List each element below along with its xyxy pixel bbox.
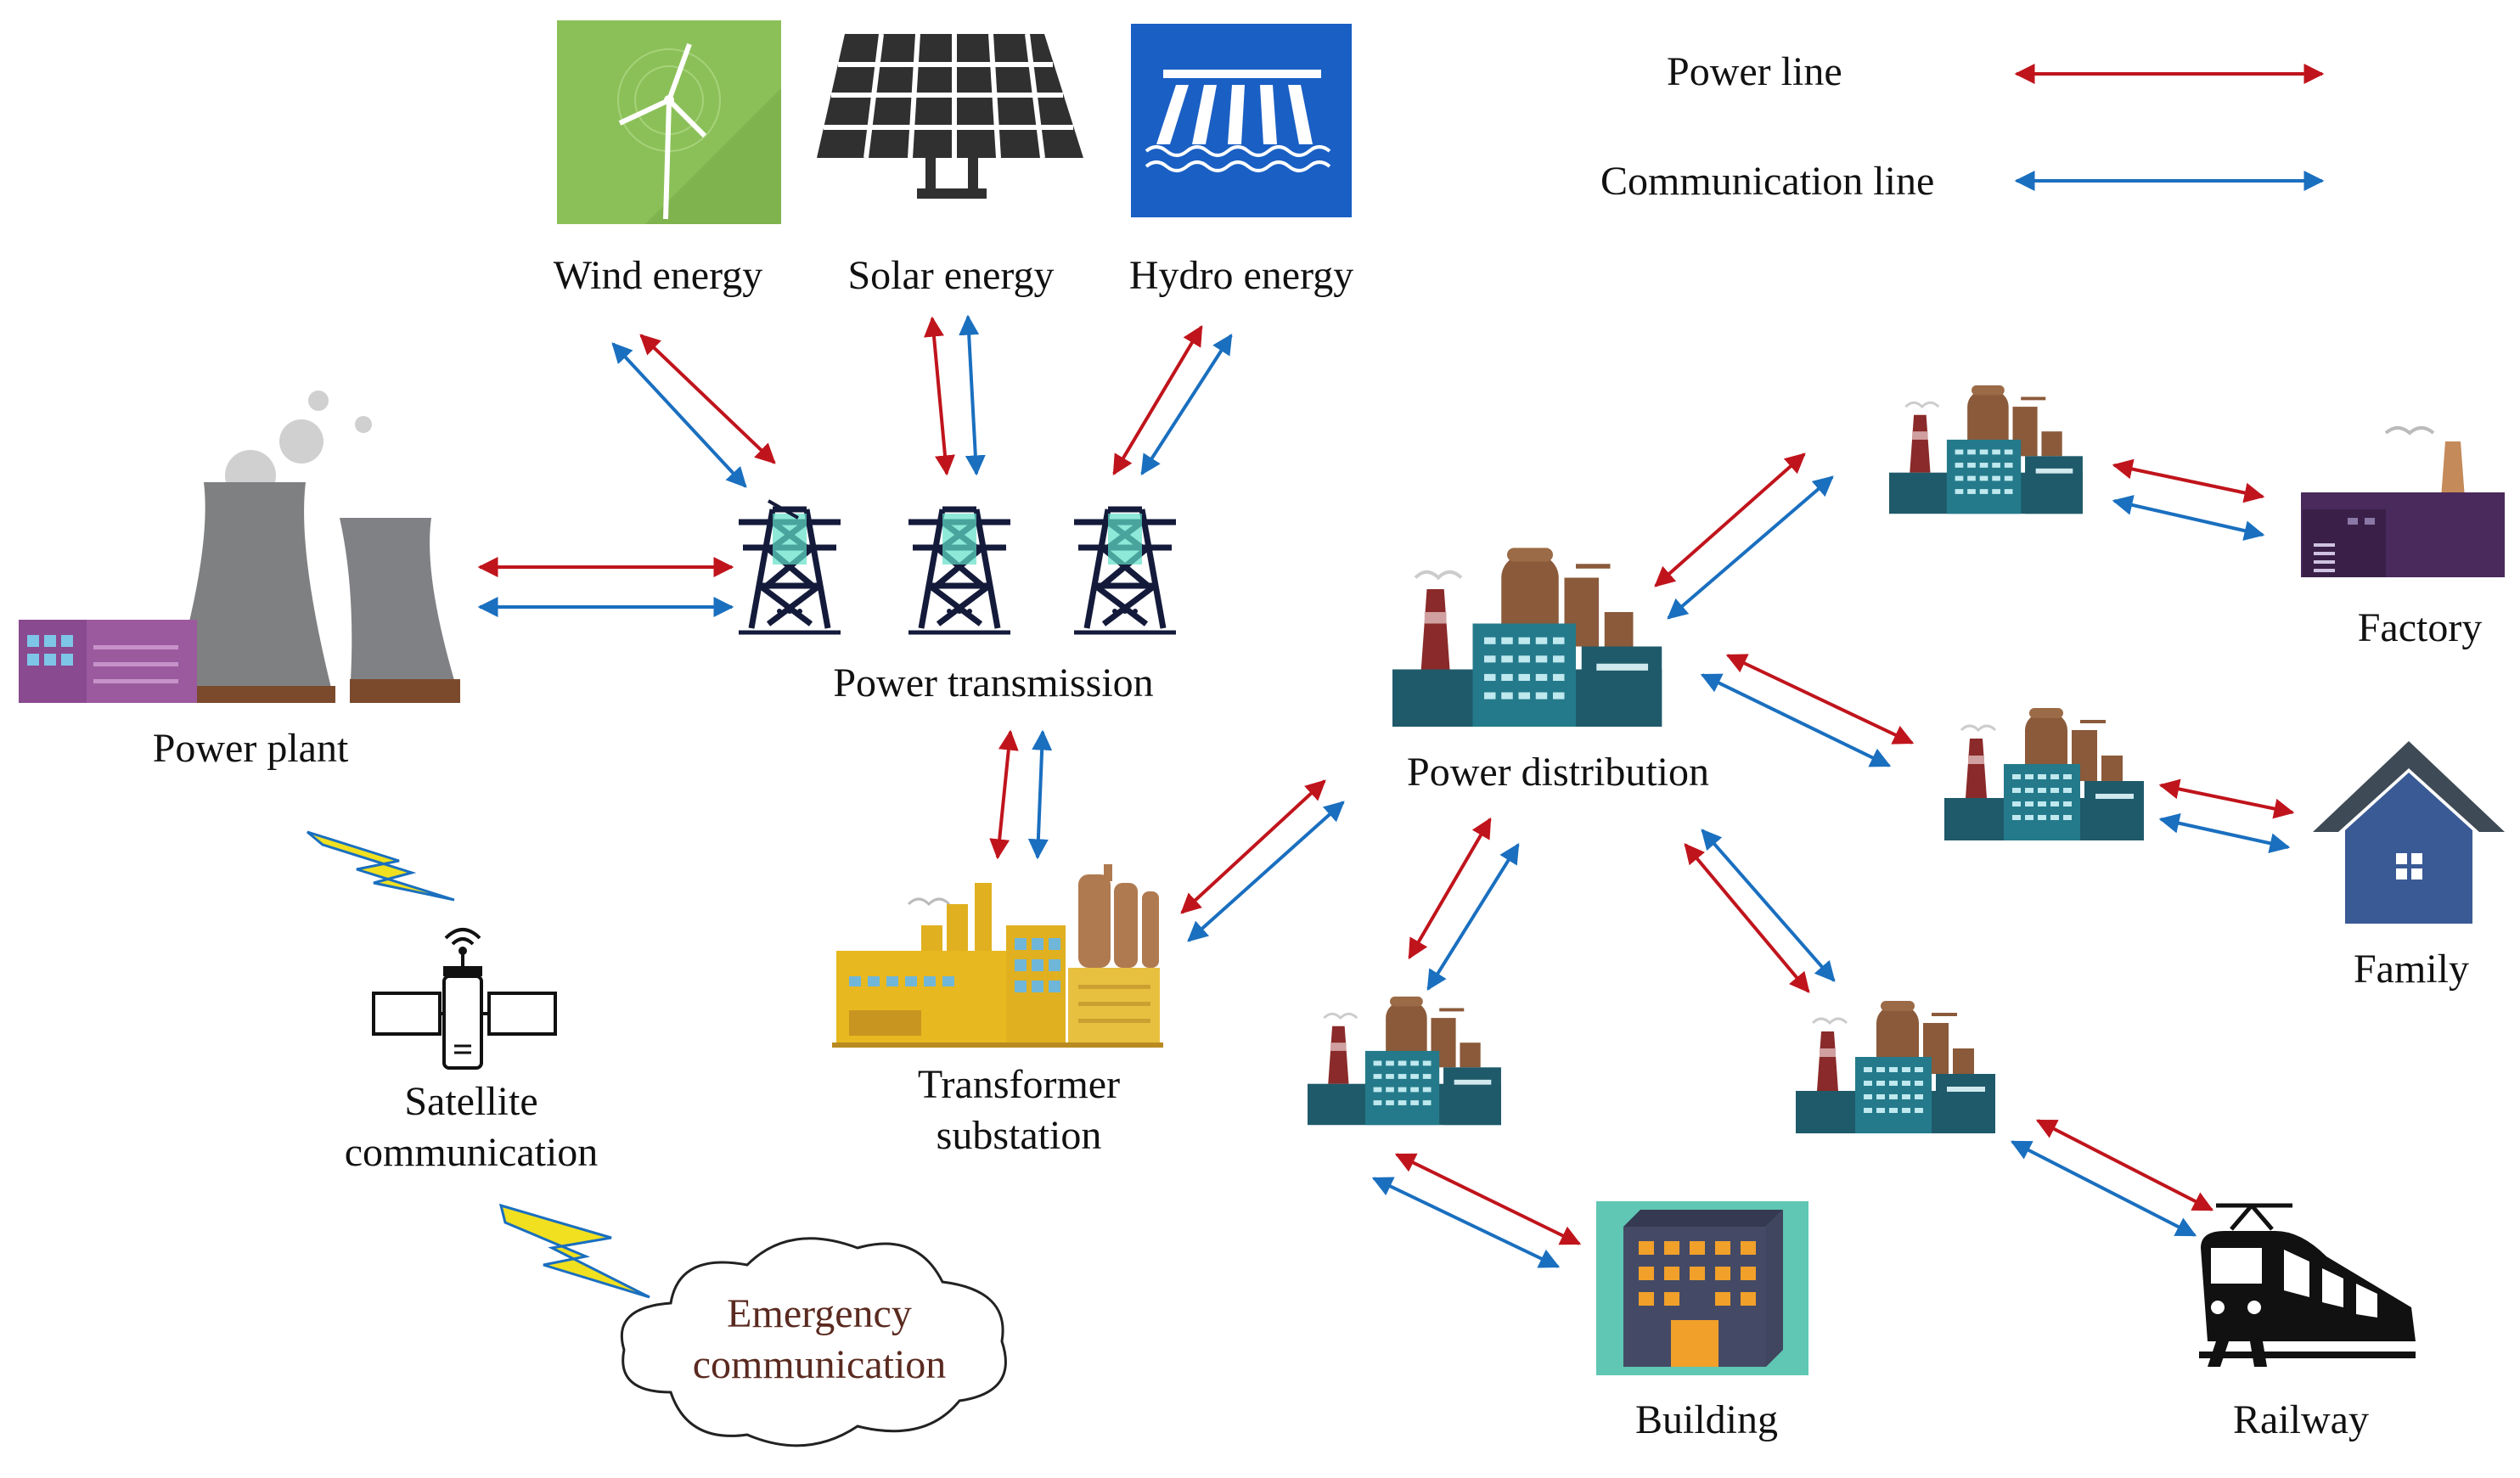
distribution-station-bottom-right-icon xyxy=(1794,999,1997,1135)
solar-energy-icon xyxy=(817,33,1083,199)
factory-icon xyxy=(2301,426,2505,577)
satellite-communication-label: Satellite communication xyxy=(318,1076,624,1178)
transformer-substation-label: Transformer substation xyxy=(866,1059,1172,1161)
railway-label: Railway xyxy=(2233,1397,2369,1442)
family-label: Family xyxy=(2353,947,2469,992)
emergency-cloud-icon xyxy=(620,1237,1007,1447)
power-distribution-icon xyxy=(1392,548,1662,727)
legend xyxy=(2014,64,2325,191)
power-distribution-label: Power distribution xyxy=(1407,750,1709,795)
legend-power-line-label: Power line xyxy=(1667,49,1842,94)
distribution-station-middle-icon xyxy=(1943,706,2146,842)
emergency-communication-label: Emergency communication xyxy=(662,1289,976,1391)
wind-energy-icon xyxy=(557,20,781,224)
power-plant-icon xyxy=(19,391,460,703)
power-transmission-label: Power transmission xyxy=(833,660,1154,705)
building-icon xyxy=(1596,1201,1808,1375)
legend-communication-line-label: Communication line xyxy=(1600,159,1935,204)
emergency-label-line1: Emergency xyxy=(727,1291,912,1336)
connection-arrows xyxy=(477,314,2295,1268)
railway-icon xyxy=(2199,1203,2416,1367)
building-label: Building xyxy=(1634,1397,1779,1442)
transformer-label-line2: substation xyxy=(936,1113,1102,1158)
hydro-energy-icon xyxy=(1131,24,1352,217)
distribution-station-bottom-left-icon xyxy=(1306,994,1503,1127)
solar-energy-label: Solar energy xyxy=(847,253,1055,298)
power-plant-label: Power plant xyxy=(152,726,349,771)
wind-energy-label: Wind energy xyxy=(553,253,763,298)
hydro-energy-label: Hydro energy xyxy=(1128,253,1354,298)
transformer-label-line1: Transformer xyxy=(917,1062,1121,1107)
distribution-station-top-icon xyxy=(1887,383,2084,516)
factory-label: Factory xyxy=(2357,605,2483,650)
satellite-label-line2: communication xyxy=(344,1130,599,1175)
satellite-icon xyxy=(372,928,557,1070)
satellite-label-line1: Satellite xyxy=(404,1079,538,1124)
emergency-label-line2: communication xyxy=(692,1342,947,1387)
power-transmission-icon xyxy=(739,499,1176,632)
family-icon xyxy=(2313,741,2505,924)
lightning-bolt-icon xyxy=(307,830,455,902)
transformer-substation-icon xyxy=(832,864,1163,1048)
lightning-bolt-icon-2 xyxy=(498,1203,650,1299)
